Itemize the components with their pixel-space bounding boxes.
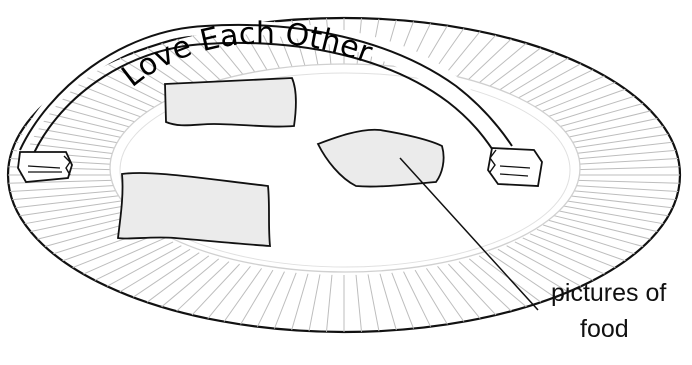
food-picture-top [165,78,296,127]
callout-label-line2: food [580,315,629,343]
food-picture-left [118,173,270,246]
callout-label-line1: pictures of [551,279,666,307]
